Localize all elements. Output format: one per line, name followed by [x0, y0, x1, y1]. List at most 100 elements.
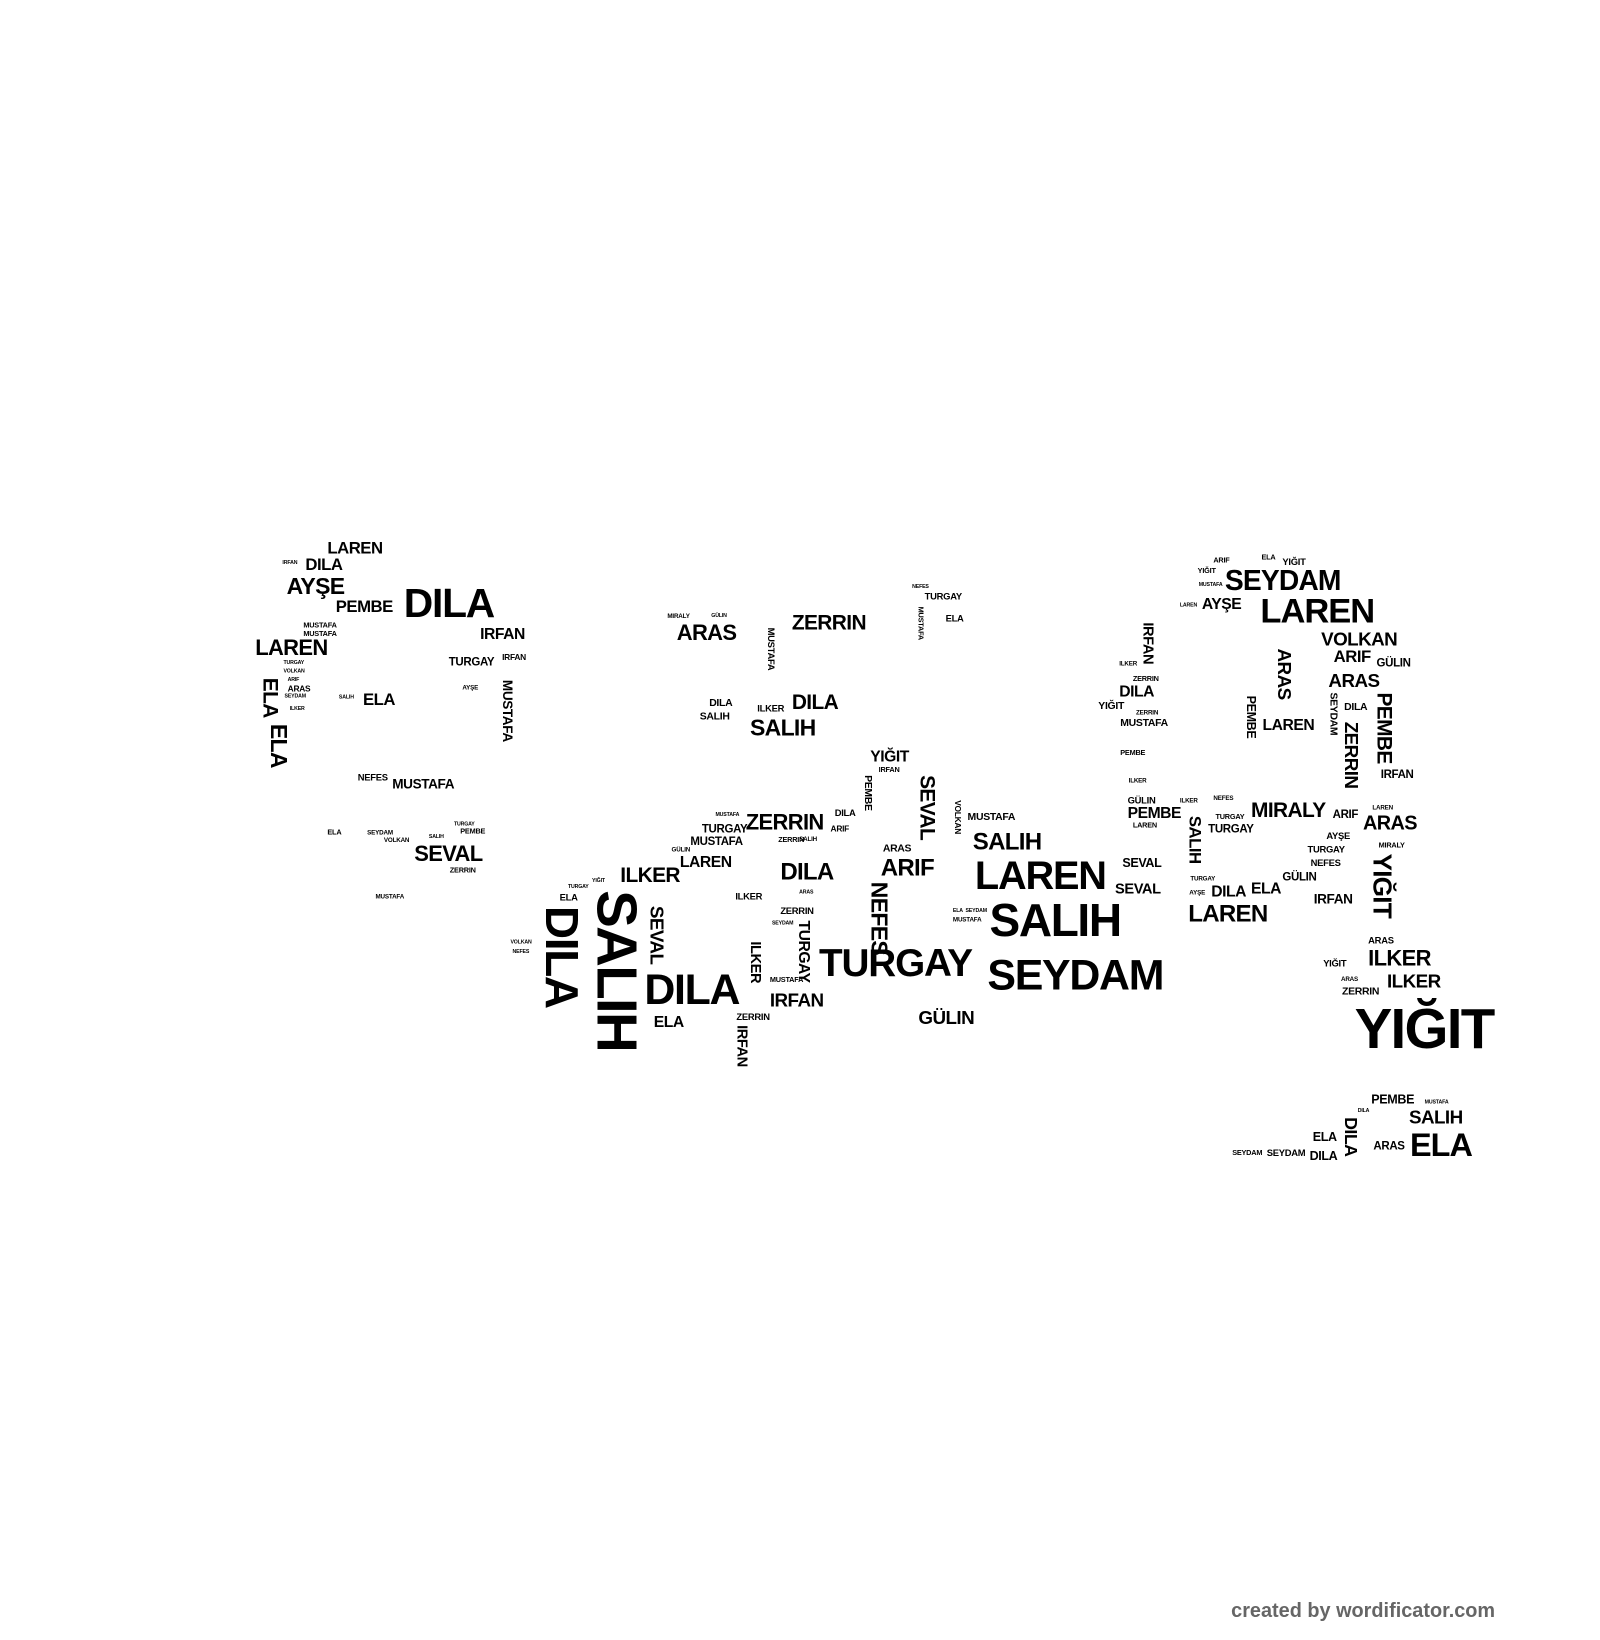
- word: ILKER: [1119, 661, 1138, 668]
- word: MUSTAFA: [1424, 1099, 1449, 1106]
- word: ZERRIN: [736, 1011, 770, 1022]
- word: ARIF: [1332, 808, 1359, 822]
- word: VOLKAN: [510, 939, 532, 946]
- word: SEYDAM: [1327, 692, 1339, 736]
- word: ILKER: [620, 863, 680, 888]
- word: TURGAY: [1215, 813, 1245, 822]
- word: TURGAY: [453, 821, 475, 828]
- word: TURGAY: [1208, 823, 1254, 836]
- word: ELA: [327, 829, 342, 837]
- word: ILKER: [757, 702, 785, 714]
- word: TURGAY: [701, 823, 748, 836]
- word: SEYDAM: [284, 693, 307, 700]
- word: DILA: [1344, 701, 1368, 714]
- word: SEVAL: [1122, 855, 1162, 871]
- word: PEMBE: [335, 598, 394, 617]
- word: ELA: [952, 907, 963, 915]
- word: GÜLIN: [671, 847, 691, 854]
- word: ARIF: [1213, 557, 1230, 565]
- word: ARAS: [882, 843, 912, 855]
- word: TURGAY: [283, 660, 305, 667]
- word: ILKER: [289, 706, 305, 713]
- word: ARIF: [880, 853, 935, 881]
- word: VOLKAN: [383, 837, 410, 845]
- word: GÜLIN: [711, 612, 727, 620]
- word: ARAS: [799, 889, 814, 896]
- word: TURGAY: [1307, 844, 1345, 855]
- word: ARIF: [287, 676, 300, 684]
- word: IRFAN: [480, 625, 525, 644]
- word: SEYDAM: [1266, 1147, 1306, 1158]
- word: AYŞE: [1326, 830, 1350, 841]
- word: TURGAY: [567, 883, 589, 891]
- word: ELA: [1251, 879, 1281, 898]
- word: YIĞIT: [1367, 853, 1397, 918]
- word: IRFAN: [878, 766, 900, 775]
- word: SALIH: [699, 711, 730, 723]
- word: LAREN: [327, 539, 383, 558]
- word: LAREN: [255, 635, 328, 661]
- word: SEVAL: [1115, 879, 1161, 897]
- word: ARAS: [1340, 976, 1359, 984]
- word: MIRALY: [1251, 799, 1326, 823]
- word: ELA: [258, 677, 282, 718]
- word: ELA: [559, 892, 578, 903]
- word: IRFAN: [1313, 891, 1353, 907]
- word: GÜLIN: [1282, 871, 1317, 884]
- word: LAREN: [1260, 590, 1375, 630]
- word: MUSTAFA: [1120, 717, 1168, 730]
- word: VOLKAN: [283, 668, 305, 675]
- word: DILA: [791, 691, 839, 715]
- word: IRFAN: [282, 559, 298, 566]
- word: LAREN: [1372, 805, 1394, 812]
- word: MUSTAFA: [690, 835, 743, 849]
- word: SALIH: [338, 694, 354, 701]
- word: ELA: [265, 723, 292, 768]
- word: LAREN: [1188, 899, 1268, 927]
- watermark: created by wordificator.com: [1231, 1600, 1496, 1623]
- word: YIĞIT: [1354, 997, 1496, 1061]
- word: ZERRIN: [791, 611, 867, 635]
- word: ARAS: [1373, 1140, 1405, 1153]
- word: DILA: [1119, 683, 1154, 701]
- word: ZERRIN: [780, 905, 814, 917]
- word: MUSTAFA: [916, 606, 924, 640]
- word: DILA: [535, 905, 587, 1008]
- word: ILKER: [1128, 778, 1147, 785]
- word: MUSTAFA: [303, 630, 337, 639]
- word: GÜLIN: [918, 1007, 975, 1029]
- word: ARAS: [1274, 648, 1295, 700]
- word: GÜLIN: [1127, 794, 1156, 806]
- word: DILA: [1211, 882, 1246, 901]
- word: GÜLIN: [1376, 656, 1411, 670]
- word: NEFES: [866, 881, 893, 956]
- word: VOLKAN: [952, 800, 963, 835]
- word: NEFES: [1213, 796, 1234, 803]
- word: SEYDAM: [1224, 564, 1342, 597]
- word: MIRALY: [1378, 842, 1405, 850]
- word: YIĞIT: [1282, 556, 1306, 567]
- word: AYŞE: [462, 685, 479, 692]
- word: YIĞIT: [1098, 700, 1125, 713]
- word: PEMBE: [460, 828, 486, 836]
- word: SEYDAM: [987, 950, 1164, 999]
- word: DILA: [644, 965, 740, 1014]
- word: SALIH: [428, 833, 444, 840]
- word: AYŞE: [286, 573, 345, 600]
- word: DILA: [709, 697, 733, 710]
- word: LAREN: [679, 853, 732, 872]
- word: NEFES: [357, 771, 388, 783]
- word: SALIH: [749, 714, 816, 741]
- word: IRFAN: [769, 989, 824, 1011]
- word: AYŞE: [1201, 595, 1242, 613]
- word: ARIF: [1333, 648, 1372, 667]
- word: ILKER: [747, 941, 765, 984]
- word: ELA: [362, 691, 395, 710]
- word: ILKER: [1386, 970, 1441, 992]
- word: ARAS: [676, 621, 737, 646]
- word: ARAS: [1368, 935, 1394, 946]
- word: SALIH: [972, 827, 1042, 855]
- word: ZERRIN: [745, 810, 824, 835]
- word: DILA: [1309, 1148, 1338, 1164]
- word: IRFAN: [734, 1025, 752, 1067]
